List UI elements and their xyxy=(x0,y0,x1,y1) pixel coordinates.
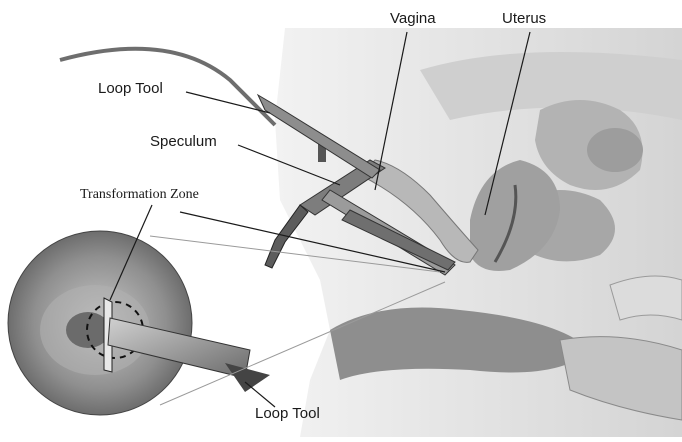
label-speculum: Speculum xyxy=(150,133,217,150)
label-uterus: Uterus xyxy=(502,10,546,27)
pubic-bone xyxy=(610,276,682,320)
label-loop-tool-bottom: Loop Tool xyxy=(255,405,320,422)
label-transformation-zone: Transformation Zone xyxy=(80,187,199,203)
label-loop-tool-top: Loop Tool xyxy=(98,80,163,97)
loop-tool-cable xyxy=(60,49,275,125)
leader-loop-tool-bottom xyxy=(245,382,275,407)
label-vagina: Vagina xyxy=(390,10,436,27)
leader-loop-tool-top xyxy=(186,92,270,113)
bowel-loop xyxy=(587,128,643,172)
cervix-inset xyxy=(8,231,270,415)
